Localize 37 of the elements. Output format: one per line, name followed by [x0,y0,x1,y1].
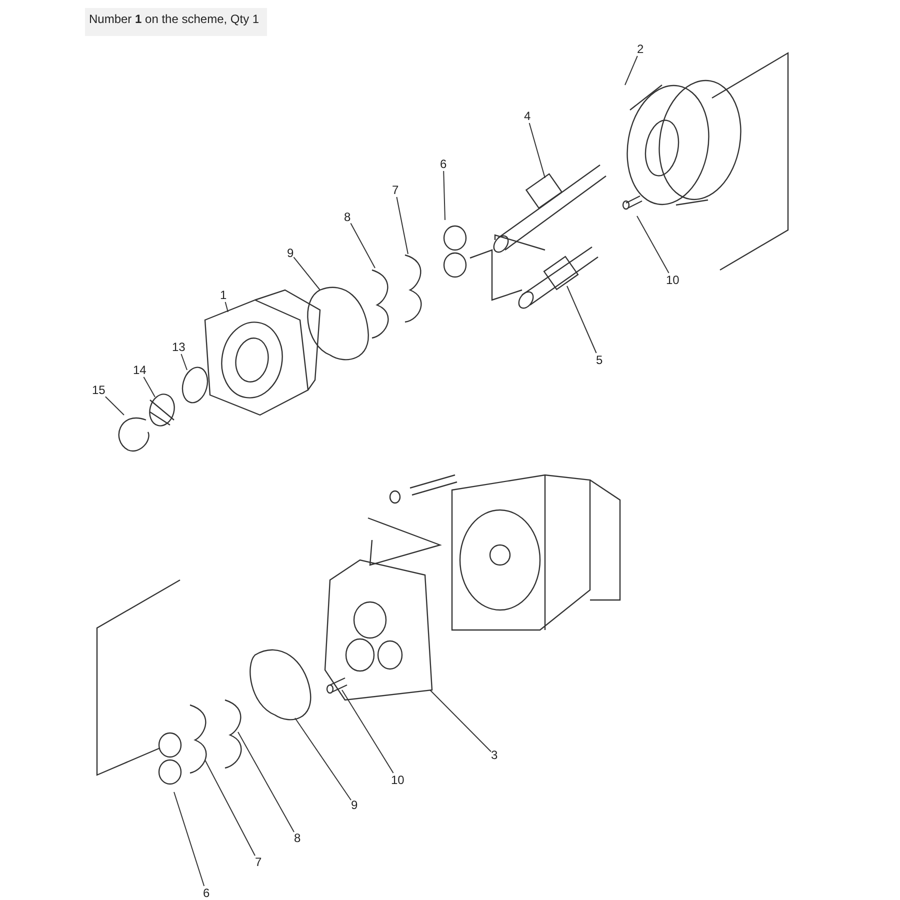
callout-number: 5 [596,353,603,367]
leader-line [396,196,408,254]
callout-number: 9 [287,246,294,260]
callout-number: 7 [392,183,399,197]
callout-number: 9 [351,798,358,812]
callout-number: 6 [203,886,210,900]
callout-number: 3 [491,748,498,762]
leader-line [104,396,124,416]
leader-line [443,170,446,220]
callout-number: 6 [440,157,447,171]
callout-number: 2 [637,42,644,56]
leader-line [566,286,597,354]
leader-line [342,690,394,774]
leader-line [350,222,376,268]
leader-line [528,122,546,178]
callout-number: 15 [92,383,106,397]
leader-line [293,256,320,290]
leader-line [636,216,670,274]
callout-number: 7 [255,855,262,869]
leader-line [174,792,205,886]
callout-number: 10 [666,273,680,287]
callout-number: 8 [344,210,351,224]
leader-line [180,354,188,370]
callout-number: 14 [133,363,146,377]
callout-number: 10 [391,773,404,787]
leader-line [430,690,492,752]
header-note: Number 1 on the scheme, Qty 1 [85,8,268,36]
callout-number: 8 [294,831,301,845]
callout-number: 4 [524,109,531,123]
callout-number: 1 [220,288,227,302]
leader-line [143,376,156,398]
leader-line [624,56,638,86]
leader-line [238,732,294,832]
leader-line [224,302,228,312]
callout-number: 13 [172,340,186,354]
leader-line [294,718,352,801]
leader-line [204,760,256,856]
